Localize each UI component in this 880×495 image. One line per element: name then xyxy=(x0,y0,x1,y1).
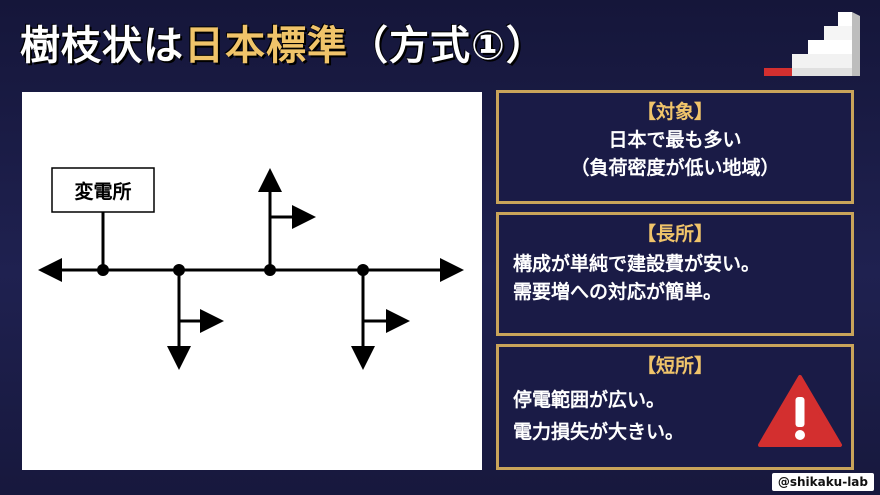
cons-line: 電力損失が大きい。 xyxy=(513,421,685,443)
junction-node xyxy=(97,264,109,276)
warning-icon xyxy=(758,375,842,447)
title-part-method: （方式①） xyxy=(348,23,547,69)
target-line: 日本で最も多い xyxy=(608,129,742,151)
cons-line: 停電範囲が広い。 xyxy=(513,389,666,411)
title-part-japan-standard: 日本標準 xyxy=(184,23,348,69)
credit-label: @shikaku-lab xyxy=(771,473,874,491)
cons-card: 【短所】 停電範囲が広い。 電力損失が大きい。 xyxy=(496,344,854,470)
title-part-dendritic: 樹枝状 xyxy=(20,23,143,69)
target-card: 【対象】 日本で最も多い （負荷密度が低い地域） xyxy=(496,90,854,204)
pros-heading: 【長所】 xyxy=(636,223,713,245)
title-part-particle: は xyxy=(143,23,184,69)
substation-label: 変電所 xyxy=(74,180,131,203)
pros-line: 需要増への対応が簡単。 xyxy=(513,281,723,303)
pros-card: 【長所】 構成が単純で建設費が安い。 需要増への対応が簡単。 xyxy=(496,212,854,336)
pros-line: 構成が単純で建設費が安い。 xyxy=(513,253,761,275)
cons-heading: 【短所】 xyxy=(636,355,713,377)
stairs-icon xyxy=(764,12,860,76)
dendritic-diagram: 変電所 xyxy=(38,167,464,370)
diagram-panel: 変電所 xyxy=(22,92,482,470)
target-line: （負荷密度が低い地域） xyxy=(570,157,780,179)
page-title: 樹枝状 は 日本標準 （方式①） xyxy=(20,14,547,70)
target-heading: 【対象】 xyxy=(636,101,713,123)
substation-box: 変電所 xyxy=(51,167,155,213)
